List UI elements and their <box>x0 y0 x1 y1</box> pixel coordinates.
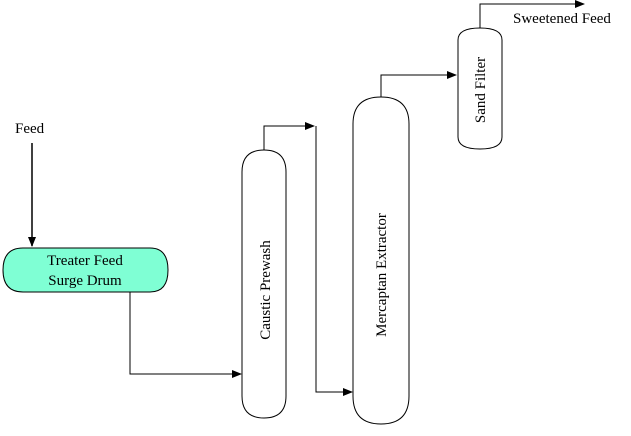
surge-drum-label-line2: Surge Drum <box>48 273 122 289</box>
sand-filter-vessel <box>457 27 503 150</box>
prewash-to-extractor-line <box>263 122 315 150</box>
prewash-to-extractor-line-down <box>315 126 353 396</box>
feed-label: Feed <box>15 121 45 137</box>
sweetened-feed-arrow <box>479 0 585 28</box>
caustic-prewash-vessel <box>241 149 287 419</box>
extractor-to-sand-filter-line <box>380 71 457 97</box>
mercaptan-extractor-vessel <box>352 96 410 425</box>
mercaptan-extractor-label: Mercaptan Extractor <box>374 213 390 337</box>
sweetened-feed-label: Sweetened Feed <box>513 11 611 27</box>
surge-drum-to-prewash-line <box>129 292 242 378</box>
sand-filter-label: Sand Filter <box>473 57 489 123</box>
caustic-prewash-label: Caustic Prewash <box>258 240 274 340</box>
surge-drum-vessel <box>2 247 169 293</box>
surge-drum-label-line1: Treater Feed <box>47 253 123 269</box>
